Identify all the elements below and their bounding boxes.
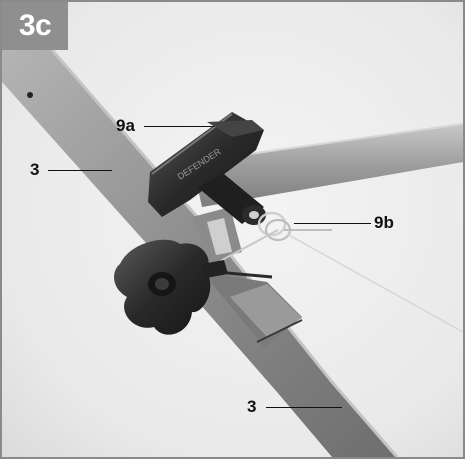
callout-leader-9b <box>294 223 371 224</box>
callout-label-9b: 9b <box>374 213 394 232</box>
callout-leader-3-lower <box>266 407 342 408</box>
callout-label-3-upper: 3 <box>30 160 40 179</box>
callout-label-9a: 9a <box>116 116 135 135</box>
bracket-post <box>192 207 242 260</box>
star-knob <box>114 239 228 335</box>
callout-leader-9a <box>144 126 214 127</box>
t-handle-clamp: DEFENDER <box>148 112 266 225</box>
tube-sleeve <box>202 270 303 347</box>
callout-label-3-lower: 3 <box>247 397 257 416</box>
callout-leader-3-upper <box>48 170 112 171</box>
figure-number-badge: 3c <box>2 2 68 50</box>
